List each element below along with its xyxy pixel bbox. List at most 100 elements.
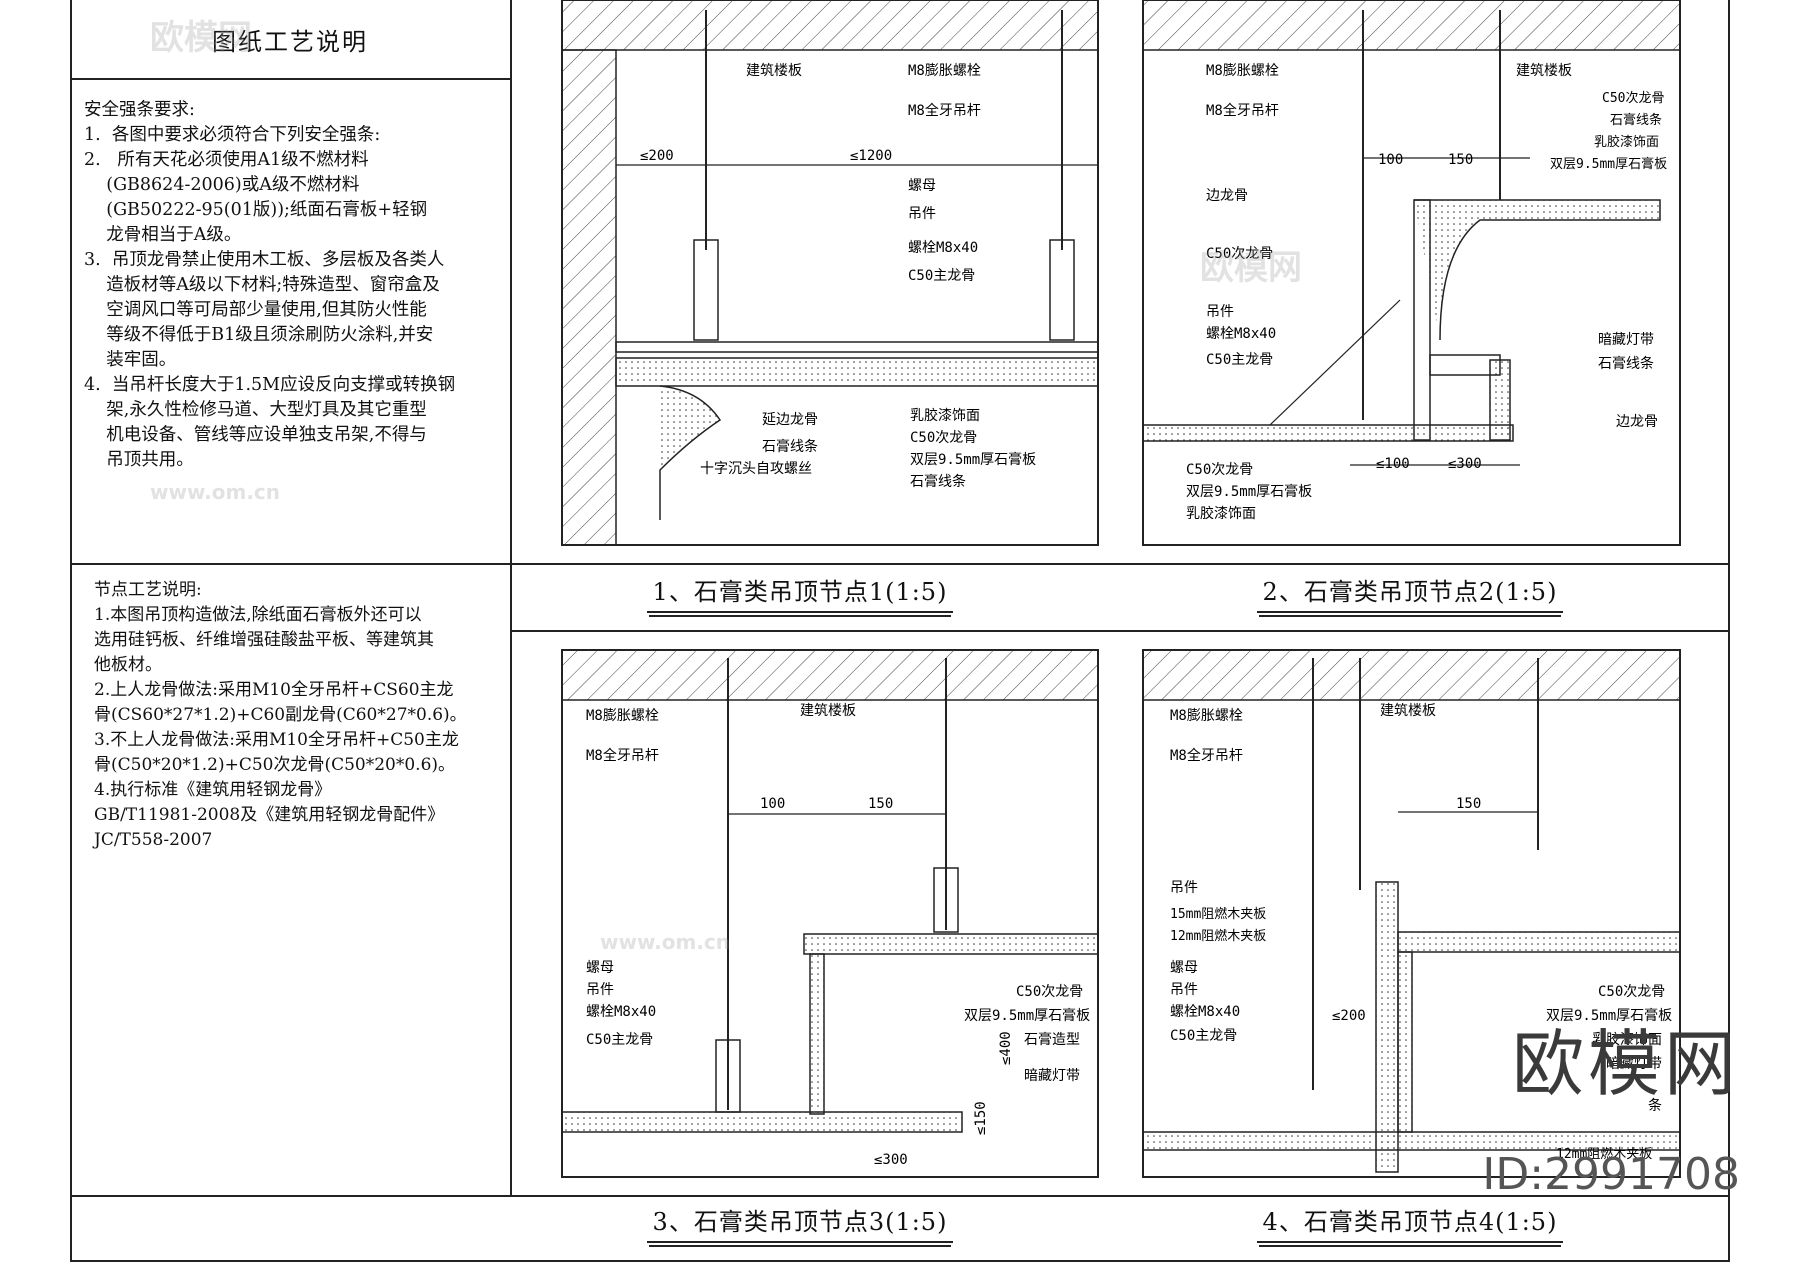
detail-2-label-board-top: 双层9.5mm厚石膏板 xyxy=(1550,156,1667,172)
detail-1-hanger-b xyxy=(1049,239,1075,341)
detail-1-label-screw: 十字沉头自攻螺丝 xyxy=(700,461,812,477)
detail-4-label-led: 暗藏灯带 xyxy=(1606,1056,1662,1072)
detail-3-dim-400: ≤400 xyxy=(998,1031,1014,1065)
detail-4-label-strip: 条 xyxy=(1648,1097,1662,1114)
detail-1-label-hanger: 吊件 xyxy=(908,206,936,222)
detail-3-label-slab: 建筑楼板 xyxy=(800,703,856,719)
detail-4-label-bolt: M8膨胀螺栓 xyxy=(1170,707,1243,724)
detail-2-label-hanger: 吊件 xyxy=(1206,304,1234,320)
detail-3-label-bolt40: 螺栓M8x40 xyxy=(586,1004,656,1020)
notes-title-divider xyxy=(70,78,510,80)
detail-2-dim-100: 100 xyxy=(1378,152,1403,168)
divider-vertical xyxy=(510,0,512,1195)
detail-3-dim-100: 100 xyxy=(760,796,785,812)
detail-2-label-rod: M8全牙吊杆 xyxy=(1206,102,1279,119)
detail-3-label-hanger: 吊件 xyxy=(586,982,614,998)
detail-1-dim-200: ≤200 xyxy=(640,148,674,164)
detail-1-label-slab: 建筑楼板 xyxy=(746,63,802,79)
caption-detail-3: 3、石膏类吊顶节点3(1:5) xyxy=(560,1202,1040,1243)
detail-2-label-bolt: M8膨胀螺栓 xyxy=(1206,62,1279,79)
detail-1-label-cornice: 石膏线条 xyxy=(762,438,818,455)
detail-3: 100 150 ≤400 ≤150 ≤300 M8膨胀螺栓 建筑楼板 M8全牙吊… xyxy=(561,649,1099,1178)
detail-1-label-bolt40: 螺栓M8x40 xyxy=(908,240,978,256)
detail-4-label-hanger: 吊件 xyxy=(1170,880,1198,896)
detail-1-label-edge-keel: 延边龙骨 xyxy=(762,412,818,428)
detail-3-hanger-b xyxy=(933,867,959,933)
detail-3-upper-board xyxy=(803,933,1099,955)
detail-4-drop xyxy=(1397,951,1413,1133)
detail-4-label-ply15: 15mm阻燃木夹板 xyxy=(1170,906,1266,922)
detail-3-lower-board xyxy=(561,1111,963,1133)
detail-4-dim-200: ≤200 xyxy=(1332,1008,1366,1024)
detail-3-label-led: 暗藏灯带 xyxy=(1024,1068,1080,1084)
detail-1-board xyxy=(615,357,1099,387)
detail-2-label-sub-keel-top: C50次龙骨 xyxy=(1602,90,1664,106)
caption-detail-1: 1、石膏类吊顶节点1(1:5) xyxy=(560,572,1040,613)
detail-4-upper-board xyxy=(1397,931,1681,953)
detail-4-label-main-keel: C50主龙骨 xyxy=(1170,1028,1237,1044)
detail-2-label-edge-keel: 边龙骨 xyxy=(1206,188,1248,204)
detail-2-label-edge-keel-2: 边龙骨 xyxy=(1616,414,1658,430)
detail-1-label-cornice-2: 石膏线条 xyxy=(910,473,966,490)
detail-4-slab xyxy=(1142,649,1681,701)
detail-2-curve xyxy=(1414,199,1661,341)
detail-2-label-slab: 建筑楼板 xyxy=(1516,63,1572,79)
detail-2-label-bolt40: 螺栓M8x40 xyxy=(1206,326,1276,342)
detail-2-dim-le300: ≤300 xyxy=(1448,456,1482,472)
detail-4-label-bolt40: 螺栓M8x40 xyxy=(1170,1004,1240,1020)
detail-3-dim-150v: ≤150 xyxy=(973,1101,989,1135)
caption-detail-4-text: 4、石膏类吊顶节点4(1:5) xyxy=(1256,1202,1564,1243)
detail-3-label-nut: 螺母 xyxy=(586,960,614,976)
detail-2-label-main-keel: C50主龙骨 xyxy=(1206,352,1273,368)
detail-4-label-sub-keel: C50次龙骨 xyxy=(1598,984,1665,1000)
detail-4-label-rod: M8全牙吊杆 xyxy=(1170,747,1243,764)
detail-3-label-shape: 石膏造型 xyxy=(1024,1031,1080,1048)
notes-title: 图纸工艺说明 xyxy=(212,27,368,56)
caption-detail-2-text: 2、石膏类吊顶节点2(1:5) xyxy=(1256,572,1564,613)
detail-4-label-board: 双层9.5mm厚石膏板 xyxy=(1546,1007,1672,1024)
detail-4-lower-board xyxy=(1142,1131,1681,1151)
detail-1-main-keel xyxy=(615,341,1099,353)
detail-2-dim-le100: ≤100 xyxy=(1376,456,1410,472)
detail-1-wall xyxy=(561,49,617,546)
detail-4-dim-150: 150 xyxy=(1456,796,1481,812)
detail-3-dim-300: ≤300 xyxy=(874,1152,908,1168)
detail-1-label-main-keel: C50主龙骨 xyxy=(908,268,975,284)
detail-1-hanger-a xyxy=(693,239,719,341)
detail-1-slab xyxy=(561,0,1099,51)
detail-2-label-cornice-2: 石膏线条 xyxy=(1598,355,1654,372)
detail-2-dim-150: 150 xyxy=(1448,152,1473,168)
detail-2-label-sub-keel-2: C50次龙骨 xyxy=(1186,462,1253,478)
detail-1-label-paint: 乳胶漆饰面 xyxy=(910,407,980,424)
divider-middle xyxy=(70,563,1730,565)
safety-notes: 安全强条要求: 1. 各图中要求必须符合下列安全强条: 2. 所有天花必须使用A… xyxy=(84,100,456,470)
detail-2-border xyxy=(1142,0,1681,546)
detail-2-label-board: 双层9.5mm厚石膏板 xyxy=(1186,483,1312,500)
caption-detail-2: 2、石膏类吊顶节点2(1:5) xyxy=(1150,572,1670,613)
detail-3-label-board: 双层9.5mm厚石膏板 xyxy=(964,1007,1090,1024)
caption-detail-1-text: 1、石膏类吊顶节点1(1:5) xyxy=(646,572,954,613)
detail-4-label-slab: 建筑楼板 xyxy=(1380,703,1436,719)
divider-bottom xyxy=(70,1195,1730,1197)
detail-2-label-paint-2: 乳胶漆饰面 xyxy=(1186,505,1256,522)
watermark-id: ID:2991708 xyxy=(1482,1149,1740,1200)
detail-3-dim-150: 150 xyxy=(868,796,893,812)
detail-1-cornice xyxy=(659,385,722,520)
detail-2-label-led: 暗藏灯带 xyxy=(1598,332,1654,348)
caption-detail-3-text: 3、石膏类吊顶节点3(1:5) xyxy=(646,1202,954,1243)
node-notes: 节点工艺说明: 1.本图吊顶构造做法,除纸面石膏板外还可以 选用硅钙板、纤维增强… xyxy=(94,580,467,850)
detail-2-board xyxy=(1142,424,1514,442)
detail-1-dim-1200: ≤1200 xyxy=(850,148,892,164)
detail-4-plywood xyxy=(1375,881,1399,1173)
detail-3-label-rod: M8全牙吊杆 xyxy=(586,747,659,764)
detail-2-slab xyxy=(1142,0,1681,51)
detail-1-label-bolt: M8膨胀螺栓 xyxy=(908,62,981,79)
detail-3-drop xyxy=(809,953,825,1115)
detail-1: ≤200 ≤1200 建筑楼板 M8膨胀螺栓 M8全牙吊杆 螺母 吊件 螺栓M8… xyxy=(561,0,1099,546)
divider-captions-top xyxy=(510,630,1730,632)
detail-4-label-paint: 乳胶漆饰面 xyxy=(1592,1031,1662,1048)
watermark-logo: 欧模网 xyxy=(1511,1022,1740,1106)
detail-1-label-board: 双层9.5mm厚石膏板 xyxy=(910,451,1036,468)
detail-4-label-nut: 螺母 xyxy=(1170,960,1198,976)
detail-1-label-sub-keel: C50次龙骨 xyxy=(910,430,977,446)
